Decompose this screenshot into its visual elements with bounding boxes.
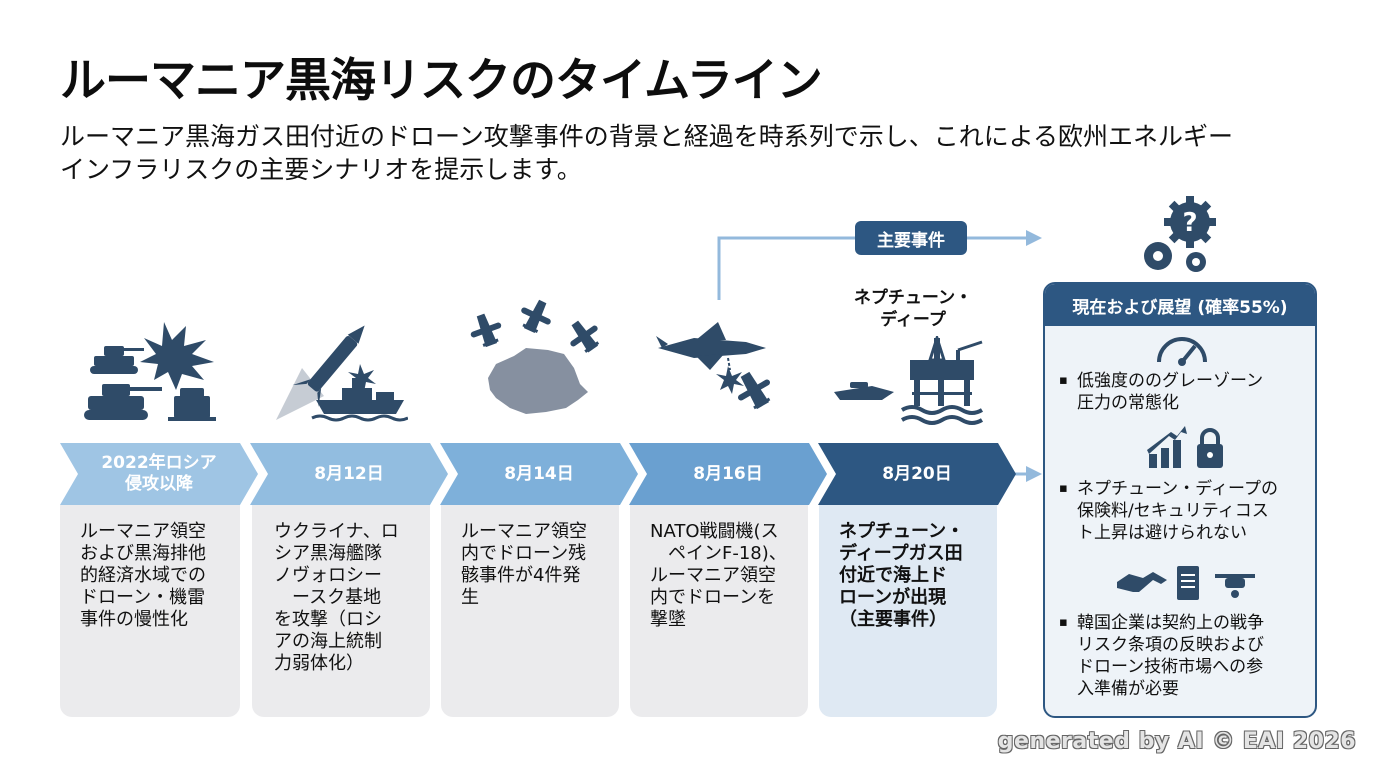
- timeline-step-4: 8月16日: [629, 443, 827, 505]
- handshake-doc-drone-icon: [1115, 564, 1265, 604]
- timeline-step-1-label: 2022年ロシア侵攻以降: [101, 453, 217, 494]
- timeline-step-5-label: 8月20日: [882, 463, 952, 484]
- chart-lock-icon: [1145, 424, 1227, 470]
- page-title: ルーマニア黒海リスクのタイムライン: [60, 53, 823, 107]
- timeline-step-2: 8月12日: [250, 443, 448, 505]
- timeline-step-4-label: 8月16日: [693, 463, 763, 484]
- tanks-explosion-icon: [82, 318, 222, 422]
- major-event-name-line-2: ディープ: [880, 310, 946, 330]
- watermark: generated by AI © EAI 2026: [997, 729, 1356, 754]
- timeline-card-4: NATO戦闘機(ス ペインF-18)、 ルーマニア領空 内でドローンを 撃墜: [630, 505, 808, 717]
- timeline-step-1: 2022年ロシア侵攻以降: [60, 443, 258, 505]
- major-event-badge: 主要事件: [855, 221, 967, 255]
- missile-warship-icon: [272, 316, 408, 422]
- romania-map-drones-icon: [466, 296, 606, 426]
- timeline-card-1: ルーマニア領空 および黒海排他 的経済水域での ドローン・機雷 事件の慢性化: [60, 505, 240, 717]
- major-event-name-line-1: ネプチューン・: [853, 288, 973, 308]
- major-event-name: ネプチューン・ ディープ: [836, 287, 990, 331]
- timeline-card-3: ルーマニア領空 内でドローン残 骸事件が4件発 生: [441, 505, 619, 717]
- timeline-card-2: ウクライナ、ロ シア黒海艦隊 ノヴォロシー ースク基地 を攻撃（ロシ アの海上統…: [252, 505, 430, 717]
- outlook-bullet-3: 韓国企業は契約上の戦争 リスク条項の反映および ドローン技術市場への参 入準備が…: [1059, 612, 1307, 700]
- svg-text:?: ?: [1182, 208, 1197, 238]
- timeline-card-5: ネプチューン・ ディープガス田 付近で海上ド ローンが出現 （主要事件）: [819, 505, 997, 717]
- subtitle-line-1: ルーマニア黒海ガス田付近のドローン攻撃事件の背景と経過を時系列で示し、これによる…: [60, 122, 1234, 151]
- outlook-panel: 現在および展望 (確率55%) 低強度ののグレーゾーン 圧力の常態化 ネプチュー…: [1043, 282, 1317, 718]
- timeline-step-3: 8月14日: [440, 443, 638, 505]
- oil-rig-boat-icon: [832, 336, 990, 426]
- fighter-jet-drone-icon: [654, 318, 786, 418]
- outlook-header: 現在および展望 (確率55%): [1045, 284, 1315, 326]
- gears-question-icon: ?: [1138, 196, 1222, 276]
- outlook-bullet-2: ネプチューン・ディープの 保険料/セキュリティコス ト上昇は避けられない: [1059, 478, 1307, 544]
- outlook-bullet-1: 低強度ののグレーゾーン 圧力の常態化: [1059, 370, 1307, 414]
- gauge-icon: [1155, 332, 1209, 366]
- timeline-step-2-label: 8月12日: [314, 463, 384, 484]
- timeline-step-3-label: 8月14日: [504, 463, 574, 484]
- subtitle-line-2: インフラリスクの主要シナリオを提示します。: [60, 155, 582, 184]
- page-subtitle: ルーマニア黒海ガス田付近のドローン攻撃事件の背景と経過を時系列で示し、これによる…: [60, 120, 1320, 186]
- timeline-step-5: 8月20日: [818, 443, 1016, 505]
